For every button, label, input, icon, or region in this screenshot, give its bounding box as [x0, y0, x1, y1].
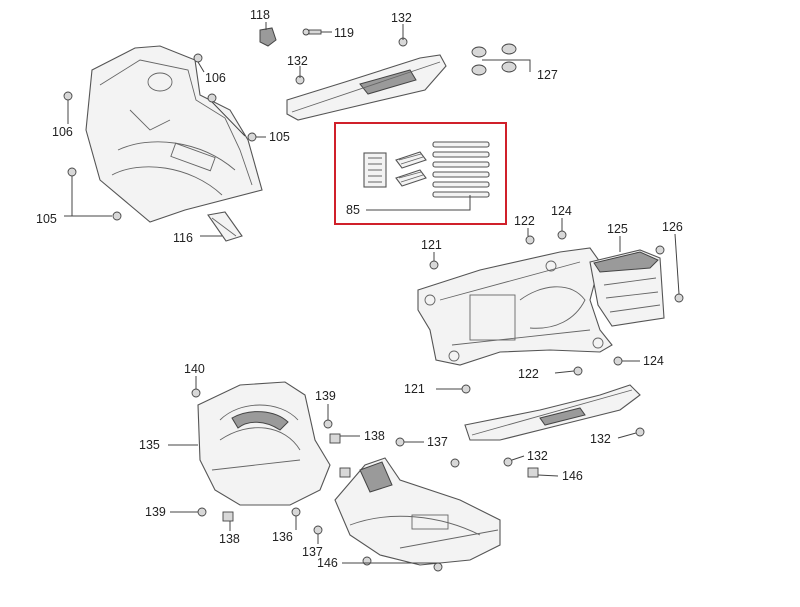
callout-139-upper: 139	[315, 389, 336, 403]
part-127-caps	[471, 43, 517, 76]
front-inner-cover	[197, 381, 331, 506]
upper-side-trim-panel	[286, 54, 447, 121]
callout-139-lower: 139	[145, 505, 166, 519]
lower-floor-cover	[334, 457, 501, 566]
callout-135: 135	[139, 438, 160, 452]
callout-105-right: 105	[269, 130, 290, 144]
callout-85: 85	[346, 203, 360, 217]
callout-146-bottom: 146	[317, 556, 338, 570]
fasteners	[63, 37, 684, 572]
highlighted-part-group-85	[334, 122, 507, 225]
callout-137-upper: 137	[427, 435, 448, 449]
callout-106-upper: 106	[205, 71, 226, 85]
callout-121-lower: 121	[404, 382, 425, 396]
callout-138-lower: 138	[219, 532, 240, 546]
part-116-strip	[207, 211, 243, 242]
callout-127: 127	[537, 68, 558, 82]
callout-132-upper-left: 132	[287, 54, 308, 68]
callout-118: 118	[250, 8, 270, 22]
floor-frame	[417, 247, 613, 366]
callout-125: 125	[607, 222, 628, 236]
callout-122-upper: 122	[514, 214, 535, 228]
callout-124-lower: 124	[643, 354, 664, 368]
leader-lines	[64, 22, 680, 564]
callout-116: 116	[173, 231, 193, 245]
callout-119: 119	[334, 26, 354, 40]
callout-105-left: 105	[36, 212, 57, 226]
part-118-clip	[259, 27, 277, 47]
callout-121-upper: 121	[421, 238, 442, 252]
callout-132-lower-middle: 132	[527, 449, 548, 463]
part-125-mat	[589, 249, 665, 327]
part-119-screw	[302, 28, 322, 36]
callout-122-lower: 122	[518, 367, 539, 381]
callout-126: 126	[662, 220, 683, 234]
callout-124-upper: 124	[551, 204, 572, 218]
callout-106-left: 106	[52, 125, 73, 139]
callout-146-right: 146	[562, 469, 583, 483]
part-85-anti-slip-kit	[363, 141, 490, 198]
callout-137-lower: 137	[302, 545, 323, 559]
callout-138-upper: 138	[364, 429, 385, 443]
callout-132-top: 132	[391, 11, 412, 25]
callout-132-lower-right: 132	[590, 432, 611, 446]
lower-side-trim-rail	[464, 384, 641, 441]
inner-leg-shield-panel	[85, 45, 263, 223]
callout-136: 136	[272, 530, 293, 544]
callout-140: 140	[184, 362, 205, 376]
